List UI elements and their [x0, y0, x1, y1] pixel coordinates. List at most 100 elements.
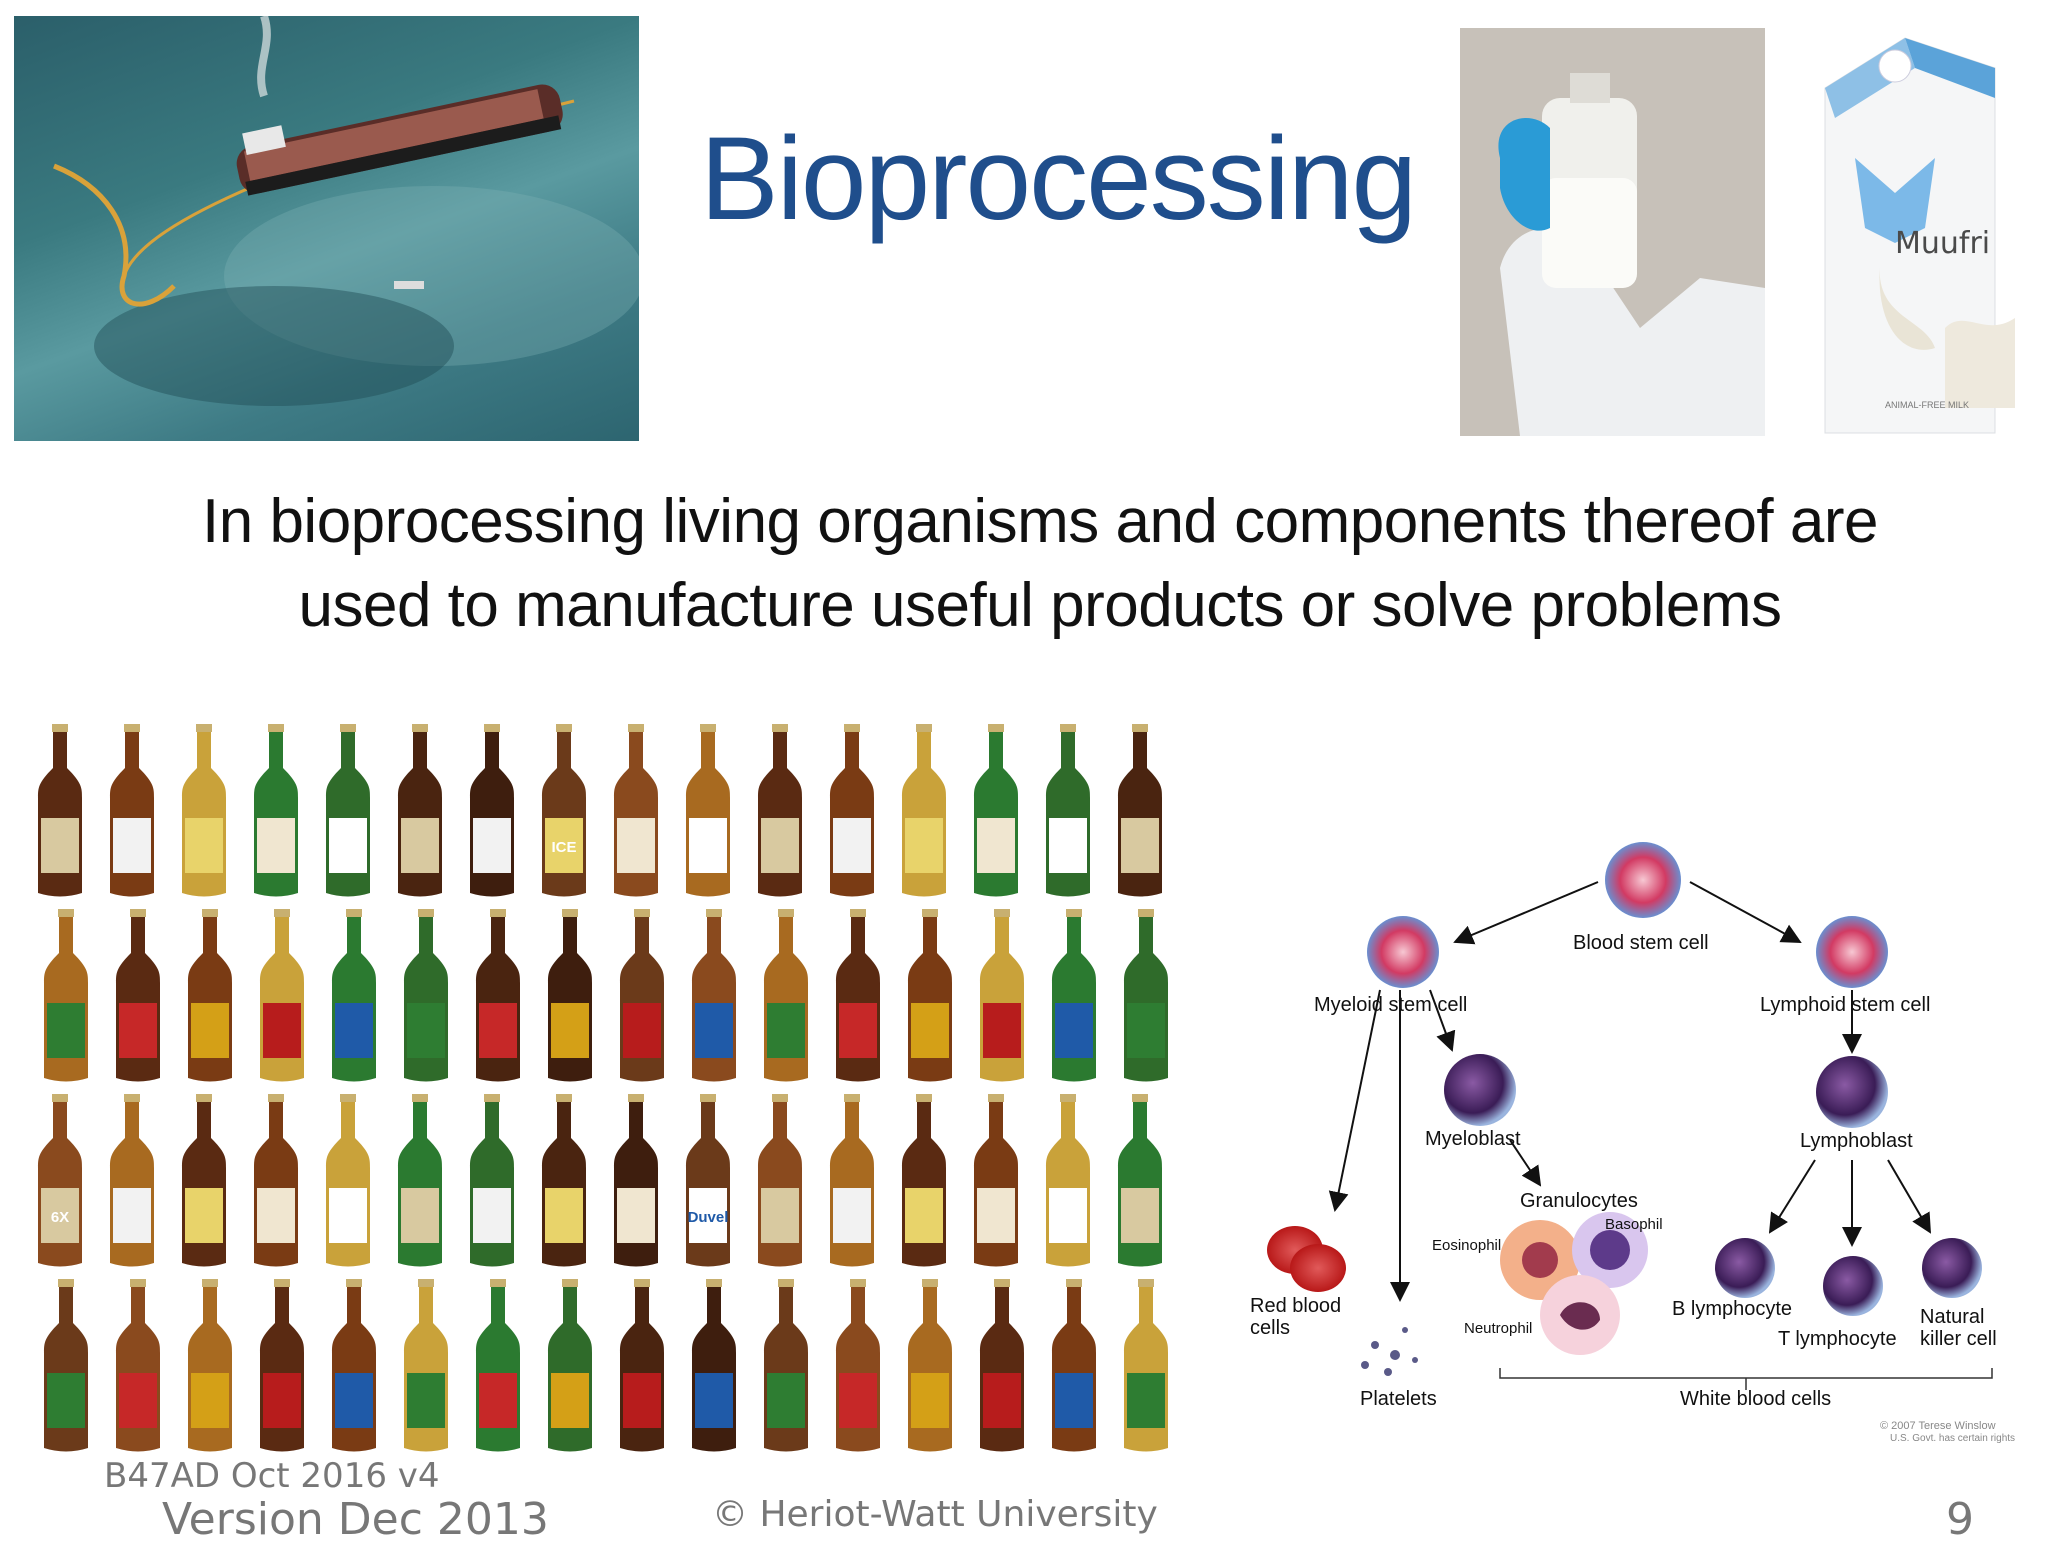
oil-tanker-illustration	[53, 16, 639, 406]
lab-bottle-illustration	[1460, 28, 1765, 436]
beer-bottle	[1052, 1279, 1096, 1452]
beer-bottle	[614, 1094, 658, 1267]
beer-bottle	[620, 1279, 664, 1452]
beer-bottle	[38, 724, 82, 897]
beer-bottle	[620, 909, 664, 1082]
beer-bottle	[470, 1094, 514, 1267]
beer-bottle	[908, 1279, 952, 1452]
beer-bottle	[1124, 1279, 1168, 1452]
beer-bottle	[902, 1094, 946, 1267]
lymphoid-stem-cell-icon	[1816, 916, 1888, 988]
label-basophil: Basophil	[1605, 1216, 1663, 1233]
beer-bottle	[326, 1094, 370, 1267]
beer-bottle	[44, 1279, 88, 1452]
b-lymphocyte-icon	[1715, 1238, 1775, 1298]
blood-cell-diagram: Blood stem cell Myeloid stem cell Lympho…	[1240, 840, 2030, 1450]
lymphoblast-icon	[1816, 1056, 1888, 1128]
beer-bottle	[1118, 1094, 1162, 1267]
label-myeloid-stem-cell: Myeloid stem cell	[1314, 994, 1468, 1016]
beer-bottle	[326, 724, 370, 897]
description-line-2: used to manufacture useful products or s…	[298, 571, 1782, 640]
beer-bottle	[260, 1279, 304, 1452]
beer-bottle	[470, 724, 514, 897]
beer-bottle	[332, 909, 376, 1082]
label-white-blood-cells: White blood cells	[1680, 1388, 1832, 1410]
beer-bottle: 6X	[38, 1094, 82, 1267]
footer-copyright: © Heriot-Watt University	[712, 1494, 1158, 1535]
red-blood-cell-icon	[1290, 1244, 1346, 1292]
beer-bottle	[836, 909, 880, 1082]
beer-bottle	[116, 909, 160, 1082]
diagram-credit-1: © 2007 Terese Winslow	[1880, 1420, 1996, 1432]
milk-brand: Muufri	[1895, 226, 1991, 261]
beer-bottle	[902, 724, 946, 897]
beer-bottle	[980, 909, 1024, 1082]
beer-bottle	[110, 724, 154, 897]
beer-bottle	[836, 1279, 880, 1452]
footer-version: Version Dec 2013	[162, 1494, 549, 1545]
beer-bottle	[692, 909, 736, 1082]
beer-bottle	[686, 724, 730, 897]
label-lymphoblast: Lymphoblast	[1800, 1130, 1913, 1152]
milk-carton-illustration	[1824, 37, 2015, 434]
beer-bottle	[764, 909, 808, 1082]
label-granulocytes: Granulocytes	[1520, 1190, 1638, 1212]
beer-bottle	[830, 724, 874, 897]
beer-bottles-photo: ICE 6X Duvel	[18, 718, 1188, 1458]
beer-bottle	[398, 724, 442, 897]
myeloid-stem-cell-icon	[1367, 916, 1439, 988]
beer-bottle	[548, 909, 592, 1082]
page-number: 9	[1946, 1494, 1974, 1545]
label-eosinophil: Eosinophil	[1432, 1237, 1502, 1254]
beer-bottle: Duvel	[686, 1094, 730, 1267]
beer-bottle	[548, 1279, 592, 1452]
label-blood-stem-cell: Blood stem cell	[1573, 932, 1709, 954]
beer-label-text: ICE	[551, 839, 576, 856]
beer-bottle	[1046, 1094, 1090, 1267]
beer-bottle	[980, 1279, 1024, 1452]
beer-bottle	[182, 1094, 226, 1267]
milk-carton-photo: Muufri ANIMAL-FREE MILK	[1785, 28, 2033, 436]
platelets-icon	[1361, 1327, 1418, 1376]
beer-bottle	[1118, 724, 1162, 897]
beer-bottle	[332, 1279, 376, 1452]
beer-bottle	[254, 724, 298, 897]
beer-bottle: ICE	[542, 724, 586, 897]
blood-cell-diagram-graphics	[1267, 842, 1993, 1390]
beer-bottle	[188, 909, 232, 1082]
beer-bottle	[254, 1094, 298, 1267]
beer-bottle	[1046, 724, 1090, 897]
beer-bottle	[1052, 909, 1096, 1082]
lab-bottle-photo	[1460, 28, 1765, 436]
beer-bottle	[476, 909, 520, 1082]
slide-description: In bioprocessing living organisms and co…	[140, 480, 1940, 648]
beer-bottle	[542, 1094, 586, 1267]
beer-bottle	[110, 1094, 154, 1267]
footer-course-code: B47AD Oct 2016 v4	[104, 1456, 440, 1496]
beer-label-text: Duvel	[688, 1209, 729, 1226]
beer-bottle	[398, 1094, 442, 1267]
label-red-blood-cells: Red blood cells	[1250, 1295, 1342, 1339]
beer-bottle	[188, 1279, 232, 1452]
beer-bottle	[260, 909, 304, 1082]
beer-bottle	[614, 724, 658, 897]
beer-bottle	[758, 724, 802, 897]
blood-stem-cell-icon	[1605, 842, 1681, 918]
description-line-1: In bioprocessing living organisms and co…	[202, 487, 1878, 556]
beer-bottle	[404, 1279, 448, 1452]
natural-killer-cell-icon	[1922, 1238, 1982, 1298]
beer-label-text: 6X	[51, 1209, 69, 1226]
slide-title: Bioprocessing	[700, 113, 1417, 245]
beer-bottle	[404, 909, 448, 1082]
beer-bottle	[44, 909, 88, 1082]
beer-bottle	[1124, 909, 1168, 1082]
beer-bottle	[692, 1279, 736, 1452]
label-platelets: Platelets	[1360, 1388, 1437, 1410]
beer-bottles-illustration: ICE 6X Duvel	[38, 724, 1168, 1452]
diagram-credit-2: U.S. Govt. has certain rights	[1890, 1433, 2016, 1444]
label-lymphoid-stem-cell: Lymphoid stem cell	[1760, 994, 1931, 1016]
beer-bottle	[764, 1279, 808, 1452]
beer-bottle	[758, 1094, 802, 1267]
milk-tagline: ANIMAL-FREE MILK	[1885, 400, 1970, 410]
label-natural-killer-cell: Natural killer cell	[1920, 1306, 1997, 1350]
